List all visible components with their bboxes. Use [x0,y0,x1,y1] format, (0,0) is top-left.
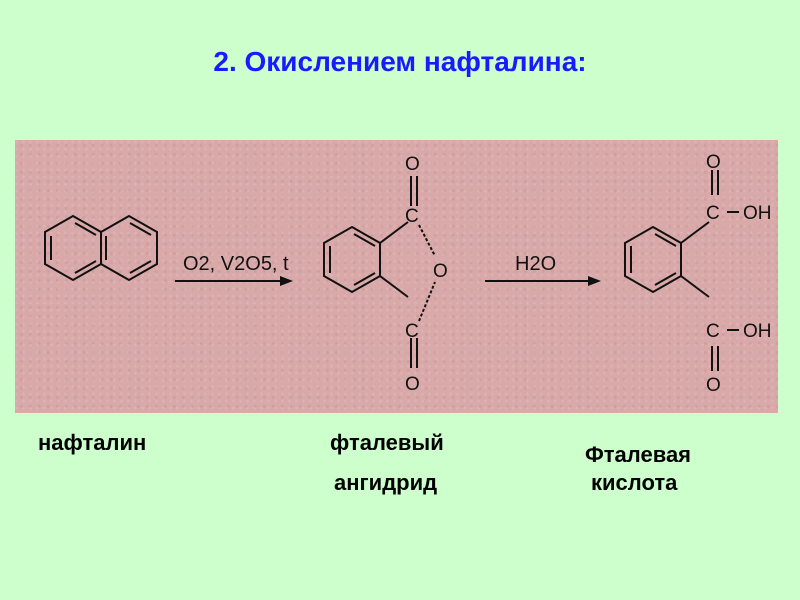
anhydride-o-bottom: O [405,374,420,395]
step1-conditions: O2, V2O5, t [183,253,289,275]
naphthalene-structure [44,214,158,282]
label-anhydride-line2: ангидрид [334,470,438,495]
label-naphthalene: нафталин [38,430,147,455]
acid-c-top: C [706,203,720,224]
acid-oh-top: OH [743,203,772,224]
acid-oh-bottom: OH [743,321,772,342]
acid-o-bottom: O [706,375,721,396]
acid-o-top: O [706,152,721,173]
anhydride-c-bottom: C [405,321,419,342]
acid-c-bottom: C [706,321,720,342]
anhydride-o-ring: O [433,261,448,282]
anhydride-c-top: C [405,206,419,227]
label-anhydride-line1: фталевый [330,430,444,455]
phthalic-anhydride-structure [323,176,436,368]
step2-reagent: H2O [515,253,556,275]
label-acid-line2: кислота [591,470,678,495]
anhydride-o-top: O [405,154,420,175]
label-acid-line1: Фталевая [585,442,692,467]
reaction-scheme: O C O C O O C OH C OH O O2, V2O5, t H2O [44,152,772,396]
phthalic-acid-structure [624,170,739,371]
slide-title: 2. Окислением нафталина: [213,46,587,77]
reaction-panel: O C O C O O C OH C OH O O2, V2O5, t H2O [15,140,778,413]
